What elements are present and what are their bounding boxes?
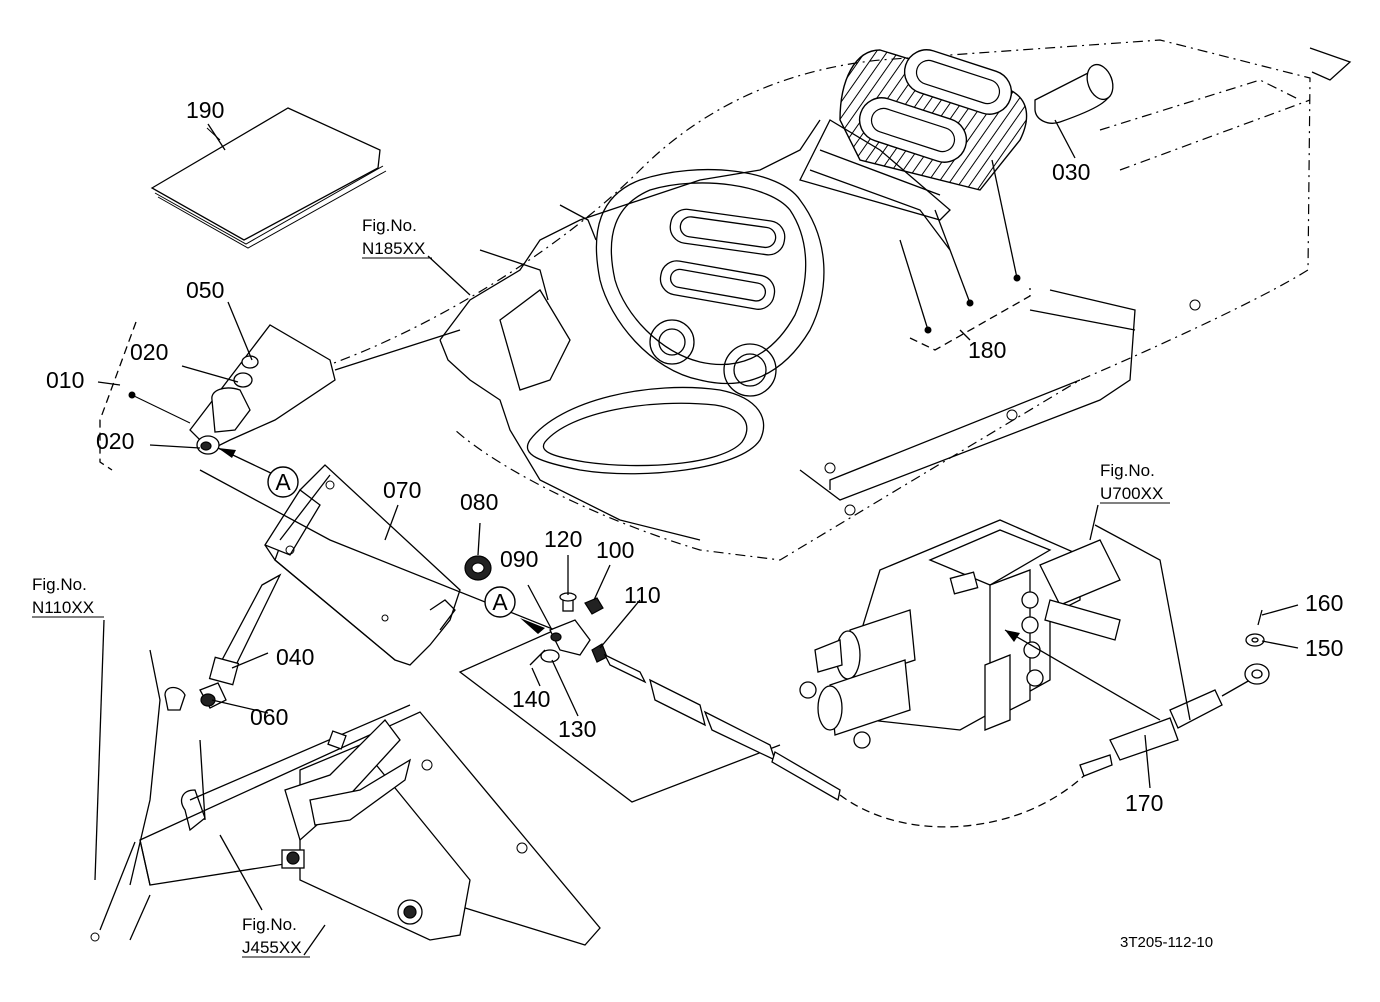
label-110: 110	[624, 582, 661, 608]
drawing-code: 3T205-112-10	[1120, 934, 1213, 951]
lever-knob	[1034, 63, 1114, 124]
hardware-set	[464, 555, 608, 666]
ref-n185-code: N185XX	[362, 239, 425, 258]
label-150: 150	[1305, 635, 1343, 661]
marker-a-lower: A	[484, 586, 516, 618]
ref-u700: Fig.No. U700XX	[1100, 461, 1170, 504]
label-190: 190	[186, 97, 224, 123]
label-020-upper: 020	[130, 339, 168, 365]
seat-frame	[90, 649, 601, 946]
mount-plate	[264, 464, 461, 666]
control-valve	[799, 519, 1191, 749]
ref-u700-code: U700XX	[1100, 484, 1163, 503]
foot-pedal	[799, 49, 1028, 251]
leader-lines	[97, 119, 1299, 789]
marker-a-upper-text: A	[275, 469, 291, 495]
label-020-lower: 020	[96, 428, 134, 454]
manual-booklet	[150, 107, 387, 249]
label-060: 060	[250, 704, 288, 730]
connect-lines	[199, 329, 781, 803]
lever-arm	[128, 324, 336, 455]
ref-n110-figno: Fig.No.	[32, 575, 87, 594]
ref-leaders	[94, 255, 1099, 956]
label-010: 010	[46, 367, 84, 393]
marker-a-upper: A	[267, 466, 299, 498]
label-030: 030	[1052, 159, 1090, 185]
label-100: 100	[596, 537, 634, 563]
fender-deck	[319, 39, 1352, 561]
marker-a-lower-text: A	[492, 589, 508, 615]
label-120: 120	[544, 526, 582, 552]
ref-n110-code: N110XX	[32, 598, 94, 617]
label-130: 130	[558, 716, 596, 742]
label-180: 180	[968, 337, 1006, 363]
label-140: 140	[512, 686, 550, 712]
ref-n185: Fig.No. N185XX	[362, 216, 432, 259]
seat-cushion	[499, 168, 825, 475]
label-090: 090	[500, 546, 538, 572]
ref-n110: Fig.No. N110XX	[32, 575, 104, 618]
control-cable	[603, 609, 1270, 828]
rod-040	[164, 573, 282, 711]
label-070: 070	[383, 477, 421, 503]
bracket-010	[99, 321, 137, 471]
label-160: 160	[1305, 590, 1343, 616]
label-050: 050	[186, 277, 224, 303]
ref-u700-figno: Fig.No.	[1100, 461, 1155, 480]
ref-n185-figno: Fig.No.	[362, 216, 417, 235]
ref-j455: Fig.No. J455XX	[242, 915, 310, 958]
label-170: 170	[1125, 790, 1163, 816]
bracket-180	[899, 159, 1031, 351]
ref-j455-figno: Fig.No.	[242, 915, 297, 934]
label-080: 080	[460, 489, 498, 515]
label-040: 040	[276, 644, 314, 670]
ref-j455-code: J455XX	[242, 938, 302, 957]
